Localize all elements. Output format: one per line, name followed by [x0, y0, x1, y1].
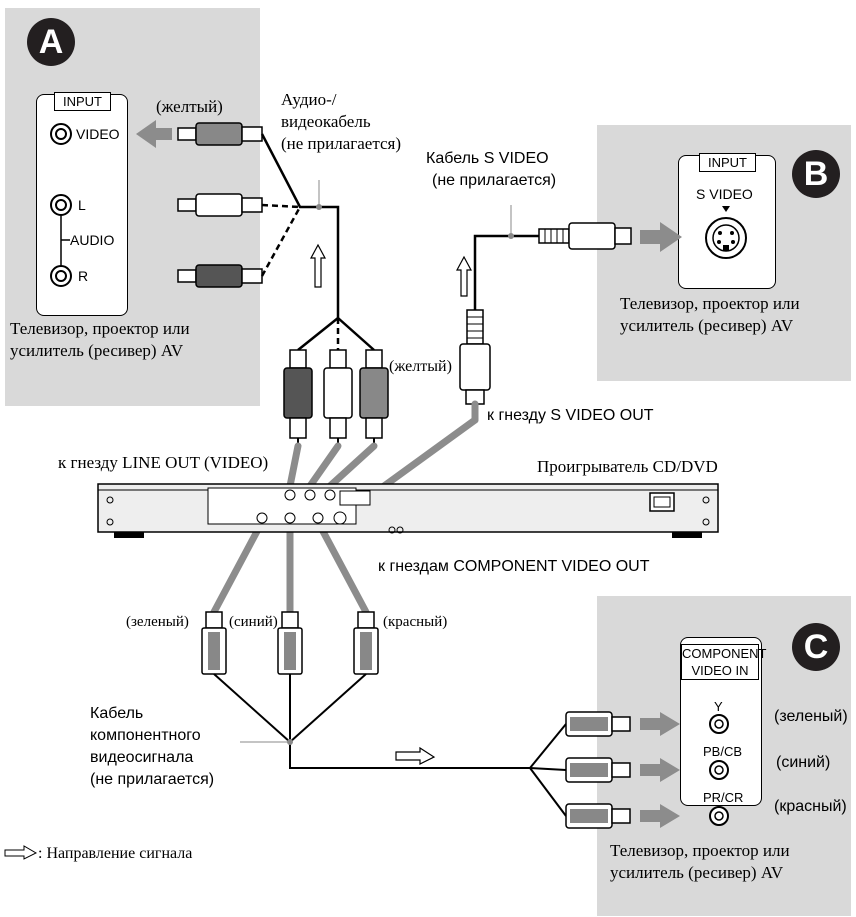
legend-label: : Направление сигнала — [38, 845, 193, 862]
plug-red-av-icon — [283, 349, 313, 446]
plug-white-a-icon — [177, 193, 263, 217]
label-video: VIDEO — [76, 126, 120, 142]
av-cable-label-line1: Аудио-/ — [281, 90, 337, 109]
player-label: Проигрыватель CD/DVD — [537, 457, 718, 476]
plug-green-label: (зеленый) — [126, 614, 189, 630]
line-out-label: к гнезду LINE OUT (VIDEO) — [58, 453, 269, 472]
s-video-jack-icon — [705, 217, 747, 259]
plug-white-av-icon — [323, 349, 353, 446]
s-video-out-label: к гнезду S VIDEO OUT — [487, 407, 654, 424]
jack-audio-l-icon — [50, 194, 72, 216]
jack-pb-icon — [709, 760, 729, 780]
component-plug-c-blue-icon — [565, 757, 631, 783]
label-pb-cb: PB/CB — [703, 744, 743, 759]
device-c-line2: усилитель (ресивер) AV — [610, 863, 784, 882]
dvd-player-icon — [97, 483, 719, 538]
tv-c-component-header: COMPONENT VIDEO IN — [681, 644, 767, 680]
badge-a: A — [27, 18, 75, 66]
plug-blue-label: (синий) — [229, 614, 278, 630]
s-video-cable-label-line2: (не прилагается) — [432, 172, 557, 189]
legend-arrow-icon — [4, 845, 38, 860]
component-out-label: к гнездам COMPONENT VIDEO OUT — [378, 558, 650, 575]
av-cable-label-line3: (не прилагается) — [281, 134, 402, 153]
device-a-line1: Телевизор, проектор или — [10, 319, 190, 338]
device-c-line1: Телевизор, проектор или — [610, 841, 790, 860]
jack-green-label: (зеленый) — [774, 708, 848, 725]
plug-yellow-label: (желтый) — [389, 358, 452, 375]
plug-yellow-a-icon — [177, 122, 263, 146]
signal-direction-arrow-component-icon — [395, 746, 436, 765]
component-plug-red-icon — [353, 611, 379, 675]
signal-arrow-a-icon — [136, 120, 172, 148]
signal-arrow-c-y-icon — [640, 712, 680, 736]
jack-audio-r-icon — [50, 265, 72, 287]
av-cable-label-line2: видеокабель — [281, 112, 371, 131]
tv-b-input-header: INPUT — [699, 153, 756, 172]
plug-red-label: (красный) — [383, 614, 448, 630]
jack-pr-icon — [709, 806, 729, 826]
plug-red-a-icon — [177, 264, 263, 288]
label-y: Y — [714, 699, 723, 714]
plug-yellow-av-icon — [359, 349, 389, 446]
tv-c-header-line2: VIDEO IN — [691, 663, 749, 678]
badge-c: C — [792, 623, 840, 671]
signal-arrow-c-pr-icon — [640, 804, 680, 828]
tv-a-input-header: INPUT — [54, 92, 111, 111]
label-s-video: S VIDEO — [696, 186, 753, 202]
component-cable-label-line3: видеосигнала — [90, 749, 194, 766]
component-cable-label-line2: компонентного — [90, 727, 201, 744]
label-pr-cr: PR/CR — [703, 790, 744, 805]
component-cable-label-line1: Кабель — [90, 705, 144, 722]
signal-arrow-b-icon — [640, 222, 682, 252]
cable-color-yellow-a: (желтый) — [156, 97, 223, 116]
device-a-line2: усилитель (ресивер) AV — [10, 341, 184, 360]
tv-c-header-line1: COMPONENT — [682, 646, 767, 661]
jack-red-label: (красный) — [774, 798, 847, 815]
s-video-plug-vertical-icon — [459, 309, 491, 405]
label-r: R — [78, 268, 89, 284]
component-cable-label-line4: (не прилагается) — [90, 771, 215, 788]
label-audio: AUDIO — [70, 232, 115, 248]
component-plug-c-green-icon — [565, 711, 631, 737]
s-video-plug-b-icon — [538, 222, 632, 250]
jack-video-icon — [50, 123, 72, 145]
s-video-cable-label-line1: Кабель S VIDEO — [426, 150, 549, 167]
jack-y-icon — [709, 714, 729, 734]
component-plug-green-icon — [201, 611, 227, 675]
label-l: L — [78, 197, 86, 213]
device-b-line1: Телевизор, проектор или — [620, 294, 800, 313]
signal-arrow-c-pb-icon — [640, 758, 680, 782]
device-b-line2: усилитель (ресивер) AV — [620, 316, 794, 335]
signal-direction-arrow-s-video-icon — [455, 255, 473, 297]
component-cable — [213, 673, 567, 817]
signal-direction-arrow-av-icon — [309, 243, 327, 288]
component-plug-c-red-icon — [565, 803, 631, 829]
component-plug-blue-icon — [277, 611, 303, 675]
jack-blue-label: (синий) — [776, 754, 831, 771]
s-video-cable — [473, 234, 539, 310]
badge-b: B — [792, 150, 840, 198]
av-cable — [260, 133, 375, 351]
